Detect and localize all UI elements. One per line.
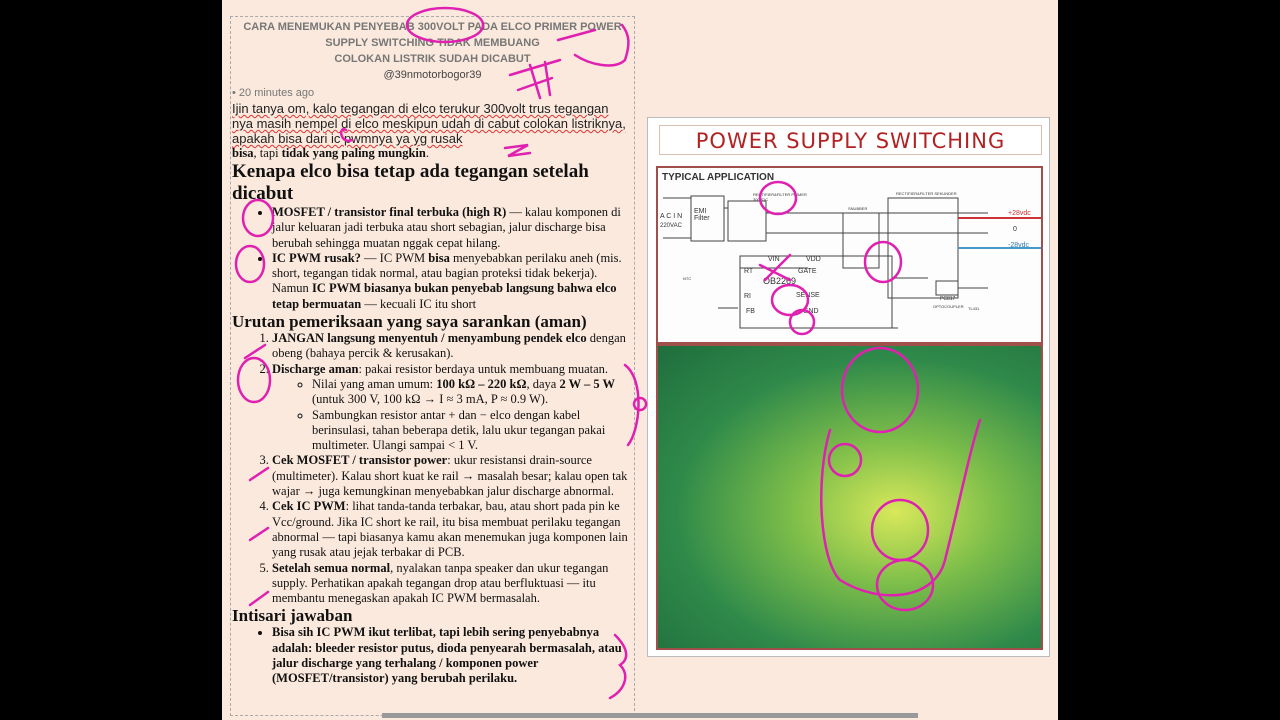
vzero-label: 0 xyxy=(1013,226,1017,233)
list-item: MOSFET / transistor final terbuka (high … xyxy=(272,205,633,251)
vneg-label: -28vdc xyxy=(1008,242,1030,249)
list-item: Setelah semua normal, nyalakan tanpa spe… xyxy=(272,561,633,607)
title-line: COLOKAN LISTRIK SUDAH DICABUT xyxy=(334,53,531,65)
snubber-label: SNUBBER xyxy=(848,206,868,211)
list-item: Discharge aman: pakai resistor berdaya u… xyxy=(272,362,633,454)
title-line: CARA MENEMUKAN PENYEBAB 300VOLT PADA ELC… xyxy=(243,21,622,33)
ac-voltage-label: 220VAC xyxy=(660,223,682,229)
pin-label: RI xyxy=(744,293,751,300)
heading-why: Kenapa elco bisa tetap ada tegangan sete… xyxy=(232,161,589,204)
list-item: Cek MOSFET / transistor power: ukur resi… xyxy=(272,453,633,499)
ic-label: OB2269 xyxy=(763,276,797,286)
pcb-photo xyxy=(656,344,1043,650)
rectifier-primer-label: RECTIFIER&FILTER PRIMER 300VDC xyxy=(753,192,807,202)
heading-steps: Urutan pemeriksaan yang saya sarankan (a… xyxy=(232,312,587,332)
steps-list: JANGAN langsung menyentuh / menyambung p… xyxy=(232,331,633,606)
list-item: IC PWM rusak? — IC PWM bisa menyebabkan … xyxy=(272,251,633,312)
schematic-lines xyxy=(663,195,1041,329)
opto-label: PC817 xyxy=(940,296,956,302)
list-item: Cek IC PWM: lihat tanda-tanda terbakar, … xyxy=(272,499,633,560)
rectifier-secondary-label: RECTIFIER&FILTER SEKUNDER xyxy=(896,191,957,196)
author-handle[interactable]: @39nmotorbogor39 xyxy=(383,69,482,81)
pin-label: RT xyxy=(744,268,754,275)
tl431-label: TL431 xyxy=(968,306,980,311)
ac-in-label: A C I N xyxy=(660,213,683,220)
pin-label: GND xyxy=(803,308,819,315)
vpos-label: +28vdc xyxy=(1008,210,1031,217)
schematic-diagram: TYPICAL APPLICATION A C I N 220VAC EMI F… xyxy=(656,166,1043,344)
heading-summary: Intisari jawaban xyxy=(232,606,353,626)
pin-label: SENSE xyxy=(796,292,820,299)
summary-list: Bisa sih IC PWM ikut terlibat, tapi lebi… xyxy=(232,625,633,686)
ntc-label: NTC xyxy=(683,276,692,281)
pin-label: VIN xyxy=(768,256,780,263)
pin-label: FB xyxy=(746,308,755,315)
pin-label: VDD xyxy=(806,256,821,263)
list-item: JANGAN langsung menyentuh / menyambung p… xyxy=(272,331,633,362)
answer-short: bisa, tapi tidak yang paling mungkin. xyxy=(232,146,429,160)
schematic-heading: TYPICAL APPLICATION xyxy=(662,172,775,183)
timestamp: • 20 minutes ago xyxy=(232,87,315,99)
pin-label: GATE xyxy=(798,268,817,275)
sub-item: Nilai yang aman umum: 100 kΩ – 220 kΩ, d… xyxy=(312,377,633,408)
emi-filter-label: EMI Filter xyxy=(694,208,710,222)
question-text: Ijin tanya om, kalo tegangan di elco ter… xyxy=(232,101,626,146)
horizontal-scrollbar[interactable] xyxy=(382,713,918,718)
sub-item: Sambungkan resistor antar + dan − elco d… xyxy=(312,408,633,454)
list-item: Bisa sih IC PWM ikut terlibat, tapi lebi… xyxy=(272,625,633,686)
document-panel[interactable]: CARA MENEMUKAN PENYEBAB 300VOLT PADA ELC… xyxy=(230,16,635,716)
title-line: SUPPLY SWITCHING TIDAK MEMBUANG xyxy=(325,37,540,49)
optocoupler-label: OPTOCOUPLER xyxy=(933,304,964,309)
doc-title: CARA MENEMUKAN PENYEBAB 300VOLT PADA ELC… xyxy=(232,19,633,67)
figure-title: POWER SUPPLY SWITCHING xyxy=(659,125,1042,155)
figure-image: POWER SUPPLY SWITCHING TYPICAL APPLICATI… xyxy=(647,117,1050,657)
reasons-list: MOSFET / transistor final terbuka (high … xyxy=(232,205,633,312)
